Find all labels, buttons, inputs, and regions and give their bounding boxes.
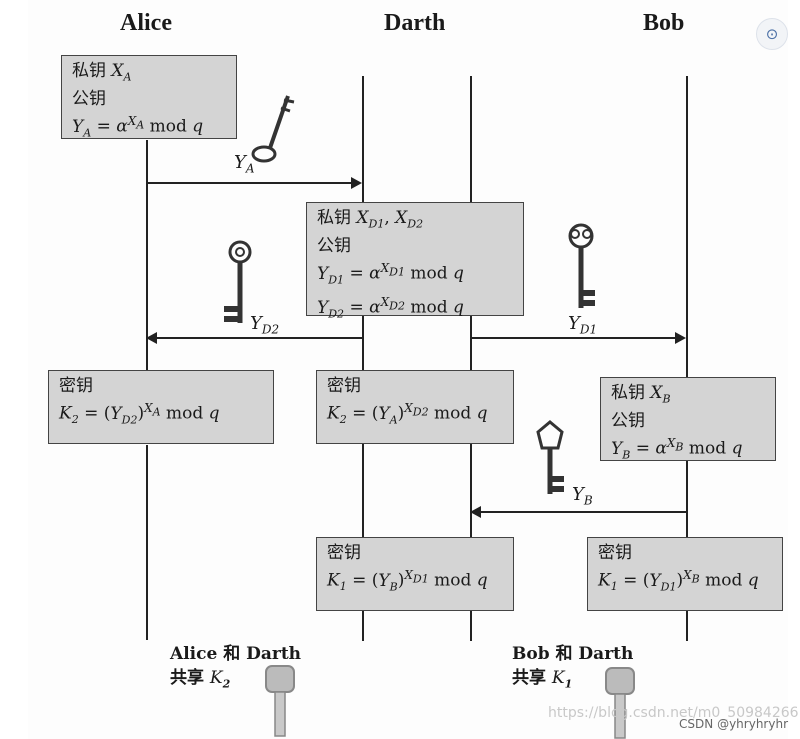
key-icon (568, 223, 595, 308)
arrow-yd2 (146, 332, 362, 344)
alice-secret-box: 密钥 K2 = (YD2)XA mod q (48, 370, 274, 444)
diagram-frame: Alice Darth Bob 私钥 XA 公钥 YA = αXA mod q … (28, 0, 799, 739)
label-ya: YA (234, 152, 255, 176)
darth-secret-top-label: 密钥 (327, 376, 361, 396)
bob-secret-label: 密钥 (598, 543, 632, 563)
alice-secret-label: 密钥 (59, 376, 93, 396)
bob-secret-box: 密钥 K1 = (YD1)XB mod q (587, 537, 783, 611)
label-yb: YB (572, 484, 593, 508)
alice-keys-box: 私钥 XA 公钥 YA = αXA mod q (61, 55, 237, 139)
watermark: https://blog.csdn.net/m0_50984266 (548, 705, 799, 721)
actor-alice: Alice (120, 10, 172, 36)
arrow-yb (470, 506, 686, 518)
darth-secret-bottom-box: 密钥 K1 = (YB)XD1 mod q (316, 537, 514, 611)
alice-lifeline-lower (146, 445, 148, 640)
bob-public-label: 公钥 (611, 411, 645, 432)
actor-darth: Darth (384, 10, 446, 36)
darth-lifeline-2 (470, 76, 472, 641)
image-search-icon[interactable]: ⊙ (756, 18, 788, 50)
darth-secret-top-box: 密钥 K2 = (YA)XD2 mod q (316, 370, 514, 444)
alice-lifeline (146, 140, 148, 370)
shared-right-caption: Bob 和 Darth 共享 K1 (512, 644, 634, 691)
darth-private-label: 私钥 (317, 208, 351, 228)
alice-private-label: 私钥 (72, 61, 106, 81)
bob-lifeline (686, 76, 688, 641)
key-icon (536, 420, 564, 494)
key-icon (224, 240, 252, 323)
actor-bob: Bob (643, 10, 685, 36)
arrow-yd1 (472, 332, 686, 344)
key-icon (251, 95, 295, 163)
darth-public-label: 公钥 (317, 236, 351, 257)
key-icon (265, 665, 295, 737)
bob-private-label: 私钥 (611, 383, 645, 403)
alice-public-label: 公钥 (72, 89, 106, 110)
credit: CSDN @yhryhryhr (679, 717, 788, 731)
darth-secret-bottom-label: 密钥 (327, 543, 361, 563)
label-yd2: YD2 (250, 313, 280, 337)
key-icon (605, 667, 635, 739)
arrow-ya (148, 177, 362, 189)
shared-left-caption: Alice 和 Darth 共享 K2 (170, 644, 302, 691)
bob-keys-box: 私钥 XB 公钥 YB = αXB mod q (600, 377, 776, 461)
label-yd1: YD1 (568, 313, 598, 337)
darth-keys-box: 私钥 XD1, XD2 公钥 YD1 = αXD1 mod q YD2 = αX… (306, 202, 524, 320)
darth-lifeline-1 (362, 76, 364, 641)
